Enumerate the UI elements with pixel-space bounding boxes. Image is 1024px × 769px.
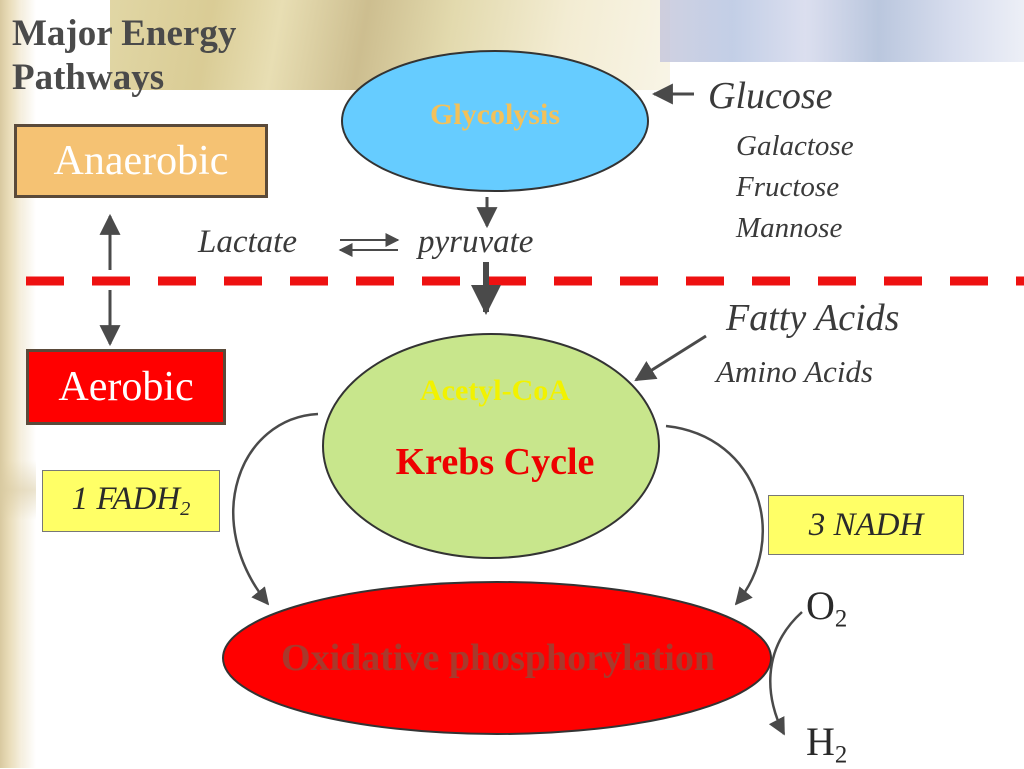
fadh2-label: 1 FADH2: [71, 480, 191, 521]
krebs-to-oxphos-right-arrow: [665, 424, 764, 606]
left-texture-accent: [0, 460, 36, 520]
oxidative-phosphorylation-ellipse: [222, 581, 772, 735]
krebs-cycle-ellipse: [322, 333, 660, 559]
nadh-label: 3 NADH: [808, 506, 924, 543]
title-line-2: Pathways: [12, 57, 165, 98]
title-line-1: Major Energy: [12, 13, 237, 54]
anaerobic-box: Anaerobic: [14, 124, 268, 198]
aerobic-label: Aerobic: [58, 364, 194, 410]
glycolysis-label: Glycolysis: [429, 98, 560, 131]
acetyl-coa-label: Acetyl-CoA: [420, 374, 570, 407]
aerobic-box: Aerobic: [26, 349, 226, 425]
amino-acids-label: Amino Acids: [716, 354, 873, 389]
page-title: Major Energy Pathways: [12, 12, 312, 100]
fadh2-box: 1 FADH2: [42, 470, 220, 532]
glucose-label: Glucose: [708, 75, 833, 117]
fatty-acids-arrow: [634, 334, 707, 382]
pyruvate-label: pyruvate: [418, 224, 534, 260]
galactose-label: Galactose: [736, 130, 854, 162]
oxygen-label: O2: [806, 583, 848, 633]
anaerobic-label: Anaerobic: [53, 138, 229, 184]
top-right-texture-banner: [660, 0, 1024, 62]
mannose-label: Mannose: [736, 212, 843, 244]
krebs-to-oxphos-left-arrow: [232, 412, 319, 606]
hydrogen-label: H2: [806, 719, 848, 769]
oxygen-to-water-arrow: [768, 611, 803, 736]
fatty-acids-label: Fatty Acids: [726, 297, 900, 339]
krebs-cycle-label: Krebs Cycle: [395, 441, 595, 483]
lactate-label: Lactate: [198, 224, 297, 260]
nadh-box: 3 NADH: [768, 495, 964, 555]
oxidative-phosphorylation-label: Oxidative phosphorylation: [281, 637, 715, 679]
fructose-label: Fructose: [736, 171, 840, 203]
glycolysis-ellipse: [341, 50, 649, 192]
